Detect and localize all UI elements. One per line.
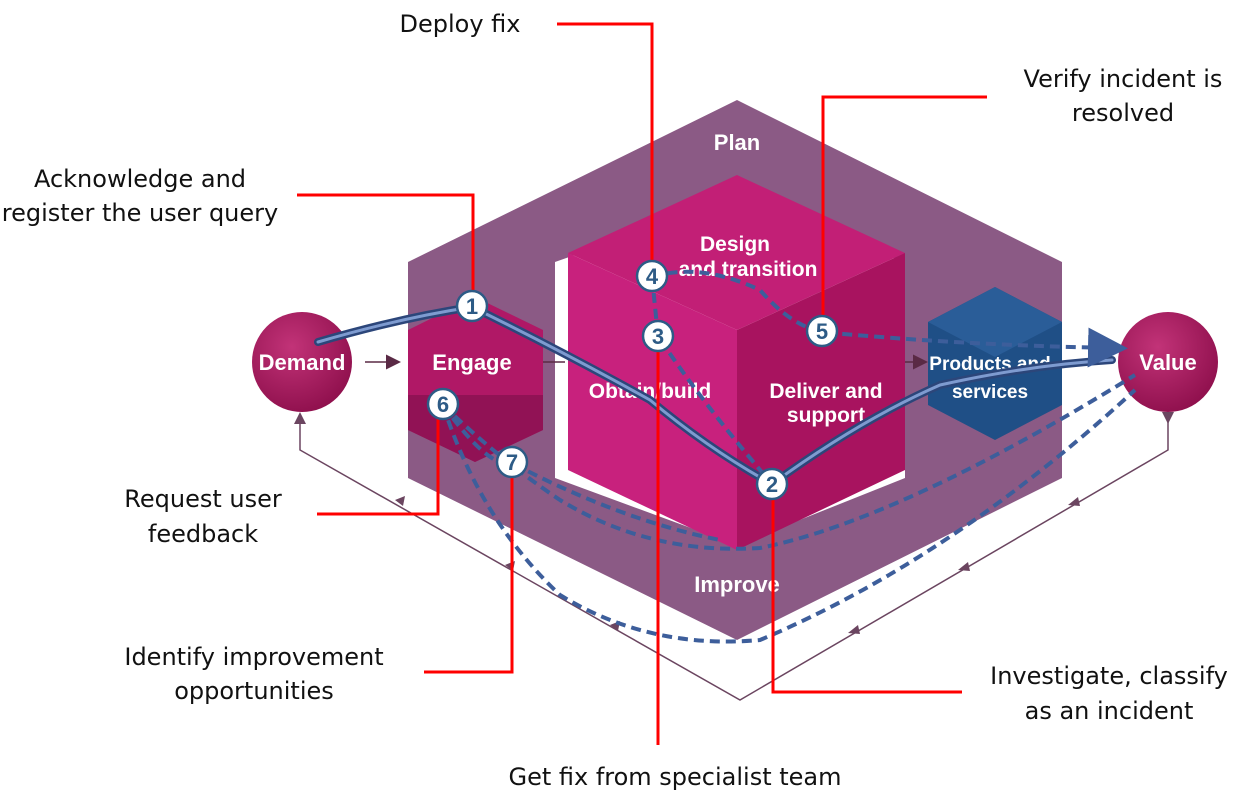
callout-step-7-line1: Identify improvement <box>124 643 383 671</box>
callout-step-4: Deploy fix <box>400 10 521 38</box>
feedback-loop-lines <box>299 420 1169 701</box>
callout-step-5-line1: Verify incident is <box>1024 65 1223 93</box>
svg-text:7: 7 <box>506 450 518 475</box>
zone-improve: Improve <box>694 572 780 597</box>
zone-design-line2: and transition <box>679 258 818 281</box>
callout-step-2-line2: as an incident <box>1025 697 1194 725</box>
callout-labels: Acknowledge and register the user query … <box>2 10 1228 791</box>
zone-design-line1: Design <box>700 233 770 256</box>
svg-text:1: 1 <box>466 294 478 319</box>
callout-step-6-line1: Request user <box>124 485 282 513</box>
central-cube <box>568 175 905 550</box>
step-3-marker: 3 <box>641 319 675 353</box>
step-1-marker: 1 <box>455 289 489 323</box>
step-4-marker: 4 <box>635 259 669 293</box>
zone-value: Value <box>1139 350 1196 375</box>
zone-demand: Demand <box>259 350 346 375</box>
svg-text:4: 4 <box>646 264 659 289</box>
zone-products-line2: services <box>952 382 1028 403</box>
zone-plan: Plan <box>714 130 760 155</box>
svg-text:5: 5 <box>816 319 828 344</box>
svg-text:3: 3 <box>652 324 664 349</box>
step-markers: 1 2 3 4 5 6 7 <box>426 259 839 501</box>
step-2-marker: 2 <box>755 467 789 501</box>
zone-deliver-line1: Deliver and <box>769 380 882 403</box>
callout-step-2-line1: Investigate, classify <box>990 662 1228 690</box>
callout-step-1-line1: Acknowledge and <box>34 165 246 193</box>
zone-engage: Engage <box>432 350 511 375</box>
value-circle <box>1118 312 1218 412</box>
products-services-block <box>928 287 1062 440</box>
callout-lines <box>297 22 987 745</box>
callout-step-3: Get fix from specialist team <box>508 763 841 791</box>
svg-text:6: 6 <box>437 392 449 417</box>
callout-step-6-line2: feedback <box>148 520 258 548</box>
step-6-marker: 6 <box>426 387 460 421</box>
callout-step-1-line2: register the user query <box>2 199 278 227</box>
callout-step-5-line2: resolved <box>1072 99 1174 127</box>
step-5-marker: 5 <box>805 314 839 348</box>
zone-deliver-line2: support <box>787 404 865 427</box>
callout-step-7-line2: opportunities <box>174 677 334 705</box>
svg-text:2: 2 <box>766 472 778 497</box>
step-7-marker: 7 <box>495 445 529 479</box>
